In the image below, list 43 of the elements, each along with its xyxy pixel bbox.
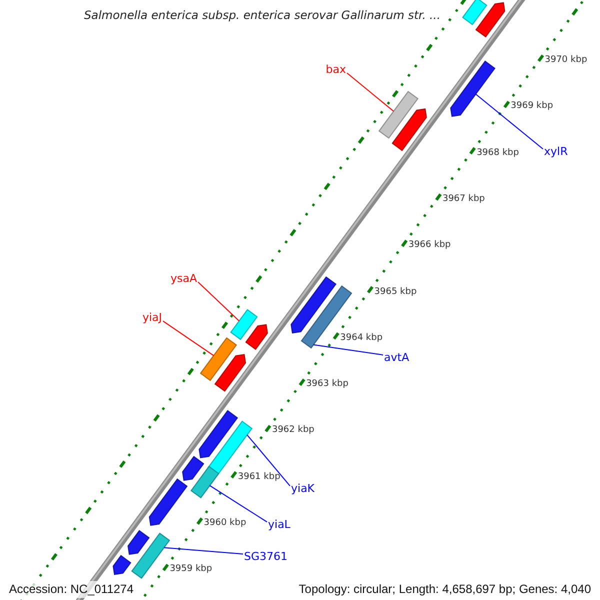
gene-bar bbox=[245, 324, 268, 350]
gene-label: xylR bbox=[544, 146, 568, 158]
leader-line bbox=[475, 94, 544, 150]
scale-label: 3963 kbp bbox=[306, 380, 348, 390]
gene-bar bbox=[198, 410, 238, 458]
gene-bar bbox=[182, 456, 204, 481]
leader-line bbox=[246, 434, 290, 486]
leader-line bbox=[313, 344, 384, 356]
gene-label: avtA bbox=[384, 352, 410, 364]
gene-label: bax bbox=[326, 64, 346, 76]
scale-label: 3964 kbp bbox=[340, 334, 383, 344]
gene-bar bbox=[378, 90, 419, 139]
gene-bar bbox=[190, 466, 220, 498]
gene-bar bbox=[131, 532, 170, 579]
scale-label: 3970 kbp bbox=[544, 56, 588, 66]
scale-label: 3965 kbp bbox=[374, 288, 417, 298]
gene-bar bbox=[450, 60, 496, 117]
scale-label: 3960 kbp bbox=[204, 519, 246, 529]
gene-label: yiaJ bbox=[142, 312, 162, 324]
gene-bar bbox=[290, 276, 336, 334]
gene-bar bbox=[475, 2, 506, 38]
gene-bar bbox=[392, 108, 427, 152]
scale-label: 3962 kbp bbox=[272, 426, 314, 436]
gene-bar bbox=[214, 354, 246, 392]
scale-label: 3961 kbp bbox=[238, 472, 280, 483]
gene-bar bbox=[230, 309, 258, 340]
gene-bar bbox=[200, 337, 238, 382]
scale-label: 3959 kbp bbox=[170, 565, 212, 576]
scale-label: 3966 kbp bbox=[408, 241, 451, 252]
scale-label: 3968 kbp bbox=[476, 148, 519, 159]
gene-bar bbox=[128, 530, 150, 555]
leader-line bbox=[346, 72, 394, 112]
leader-line bbox=[209, 485, 268, 522]
gene-label: yiaK bbox=[291, 482, 315, 496]
leader-line bbox=[164, 547, 244, 554]
gene-bar bbox=[148, 478, 188, 526]
leader-line bbox=[198, 282, 240, 322]
scale-label: 3969 kbp bbox=[510, 102, 554, 112]
scale-label: 3967 kbp bbox=[442, 195, 485, 205]
gene-label: SG3761 bbox=[244, 550, 288, 564]
gene-bar bbox=[462, 0, 488, 26]
gene-label: ysaA bbox=[170, 272, 197, 286]
gene-label: yiaL bbox=[268, 518, 290, 532]
